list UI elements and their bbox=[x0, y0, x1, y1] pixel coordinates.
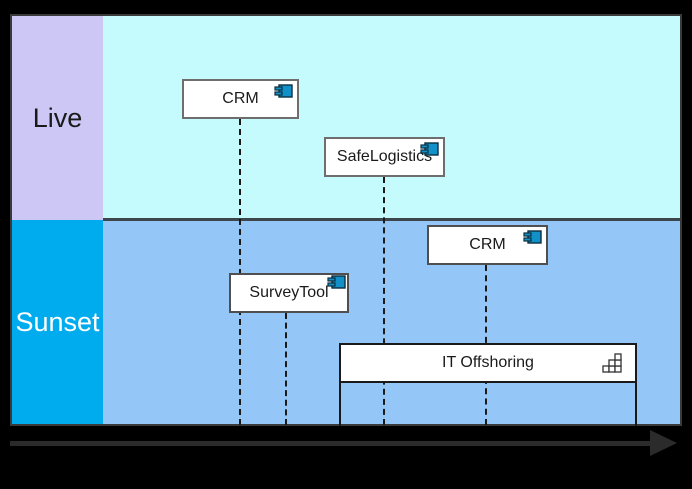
component-crm-sunset[interactable]: CRM bbox=[427, 225, 548, 265]
lane-live-header[interactable]: Live bbox=[12, 16, 103, 220]
lane-sunset-header[interactable]: Sunset bbox=[12, 220, 103, 424]
component-label: SurveyTool bbox=[249, 284, 329, 301]
component-crm-live[interactable]: CRM bbox=[182, 79, 299, 119]
timeline-arrow-head-icon bbox=[650, 430, 677, 456]
lane-sunset: Sunset bbox=[12, 220, 680, 424]
component-icon bbox=[523, 230, 542, 244]
component-icon bbox=[327, 275, 346, 289]
component-icon bbox=[274, 84, 293, 98]
component-safelogistics[interactable]: SafeLogistics bbox=[324, 137, 445, 177]
lifeline-surveytool bbox=[285, 313, 287, 425]
plateau-icon bbox=[602, 353, 628, 374]
lane-live-label: Live bbox=[32, 102, 83, 133]
plateau-it-offshoring[interactable]: IT Offshoring bbox=[339, 343, 637, 383]
component-label: CRM bbox=[469, 236, 506, 253]
timeline-arrow-line bbox=[10, 441, 654, 446]
plateau-label: IT Offshoring bbox=[442, 354, 534, 371]
component-surveytool[interactable]: SurveyTool bbox=[229, 273, 349, 313]
component-label: CRM bbox=[222, 90, 259, 107]
component-label: SafeLogistics bbox=[336, 148, 433, 165]
lane-separator-line bbox=[103, 218, 680, 221]
lane-sunset-content bbox=[103, 220, 680, 424]
plateau-it-offshoring-body[interactable] bbox=[339, 383, 637, 426]
lifecycle-diagram: Live Sunset IT Offshoring bbox=[10, 14, 682, 426]
component-icon bbox=[420, 142, 439, 156]
lane-sunset-label: Sunset bbox=[15, 306, 100, 337]
lifeline-safelogistics bbox=[383, 177, 385, 425]
lifeline-crm-live bbox=[239, 119, 241, 425]
lane-live: Live bbox=[12, 16, 680, 220]
